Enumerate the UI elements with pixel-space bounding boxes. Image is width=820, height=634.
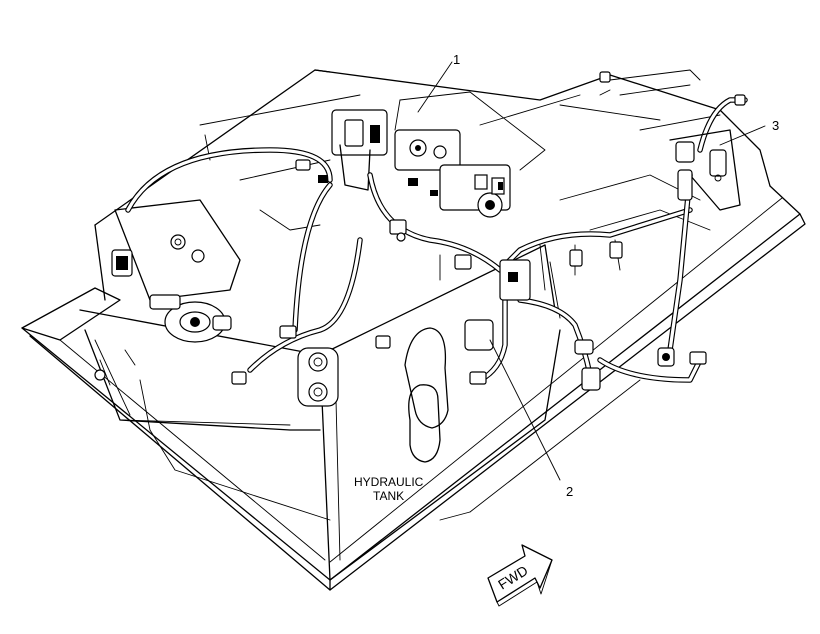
forward-arrow-label: FWD xyxy=(495,562,531,592)
hoses-and-harness xyxy=(125,97,748,383)
control-valve-cluster xyxy=(331,91,546,218)
top-deck xyxy=(94,69,771,301)
tank-label-line2: TANK xyxy=(373,489,404,503)
callout-1: 1 xyxy=(453,52,460,67)
leader-lines xyxy=(417,61,766,481)
callout-3: 3 xyxy=(772,118,779,133)
right-bracket xyxy=(599,69,746,211)
floor-plate xyxy=(21,185,806,591)
tank-slots xyxy=(297,327,449,463)
forward-arrow: FWD xyxy=(487,544,553,607)
tank-label-line1: HYDRAULIC xyxy=(354,475,424,489)
callout-2: 2 xyxy=(566,484,573,499)
left-valve-assembly xyxy=(94,199,241,386)
hose-fittings xyxy=(231,159,707,391)
